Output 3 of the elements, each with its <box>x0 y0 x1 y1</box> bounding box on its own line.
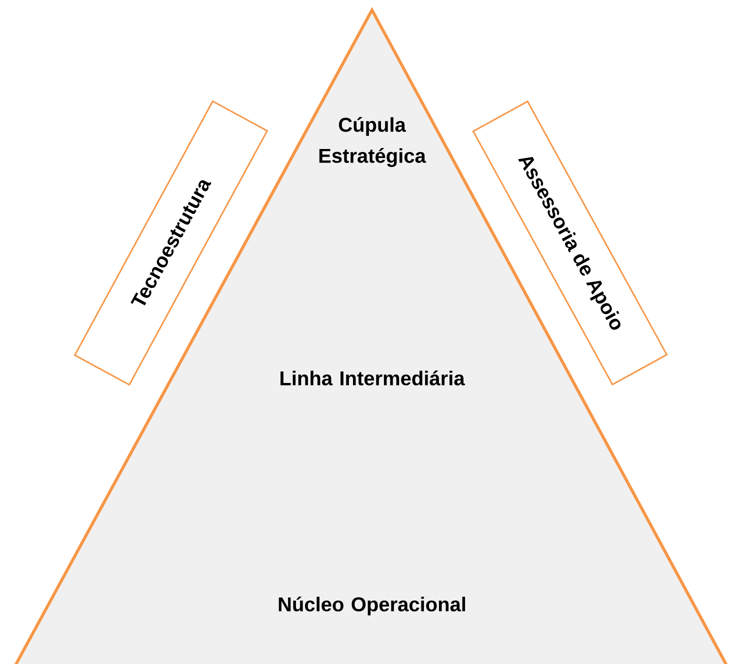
level-label: Linha Intermediária <box>280 370 465 386</box>
level-label: Núcleo Operacional <box>278 596 466 616</box>
level-label: Cúpula Estratégica <box>319 117 426 167</box>
